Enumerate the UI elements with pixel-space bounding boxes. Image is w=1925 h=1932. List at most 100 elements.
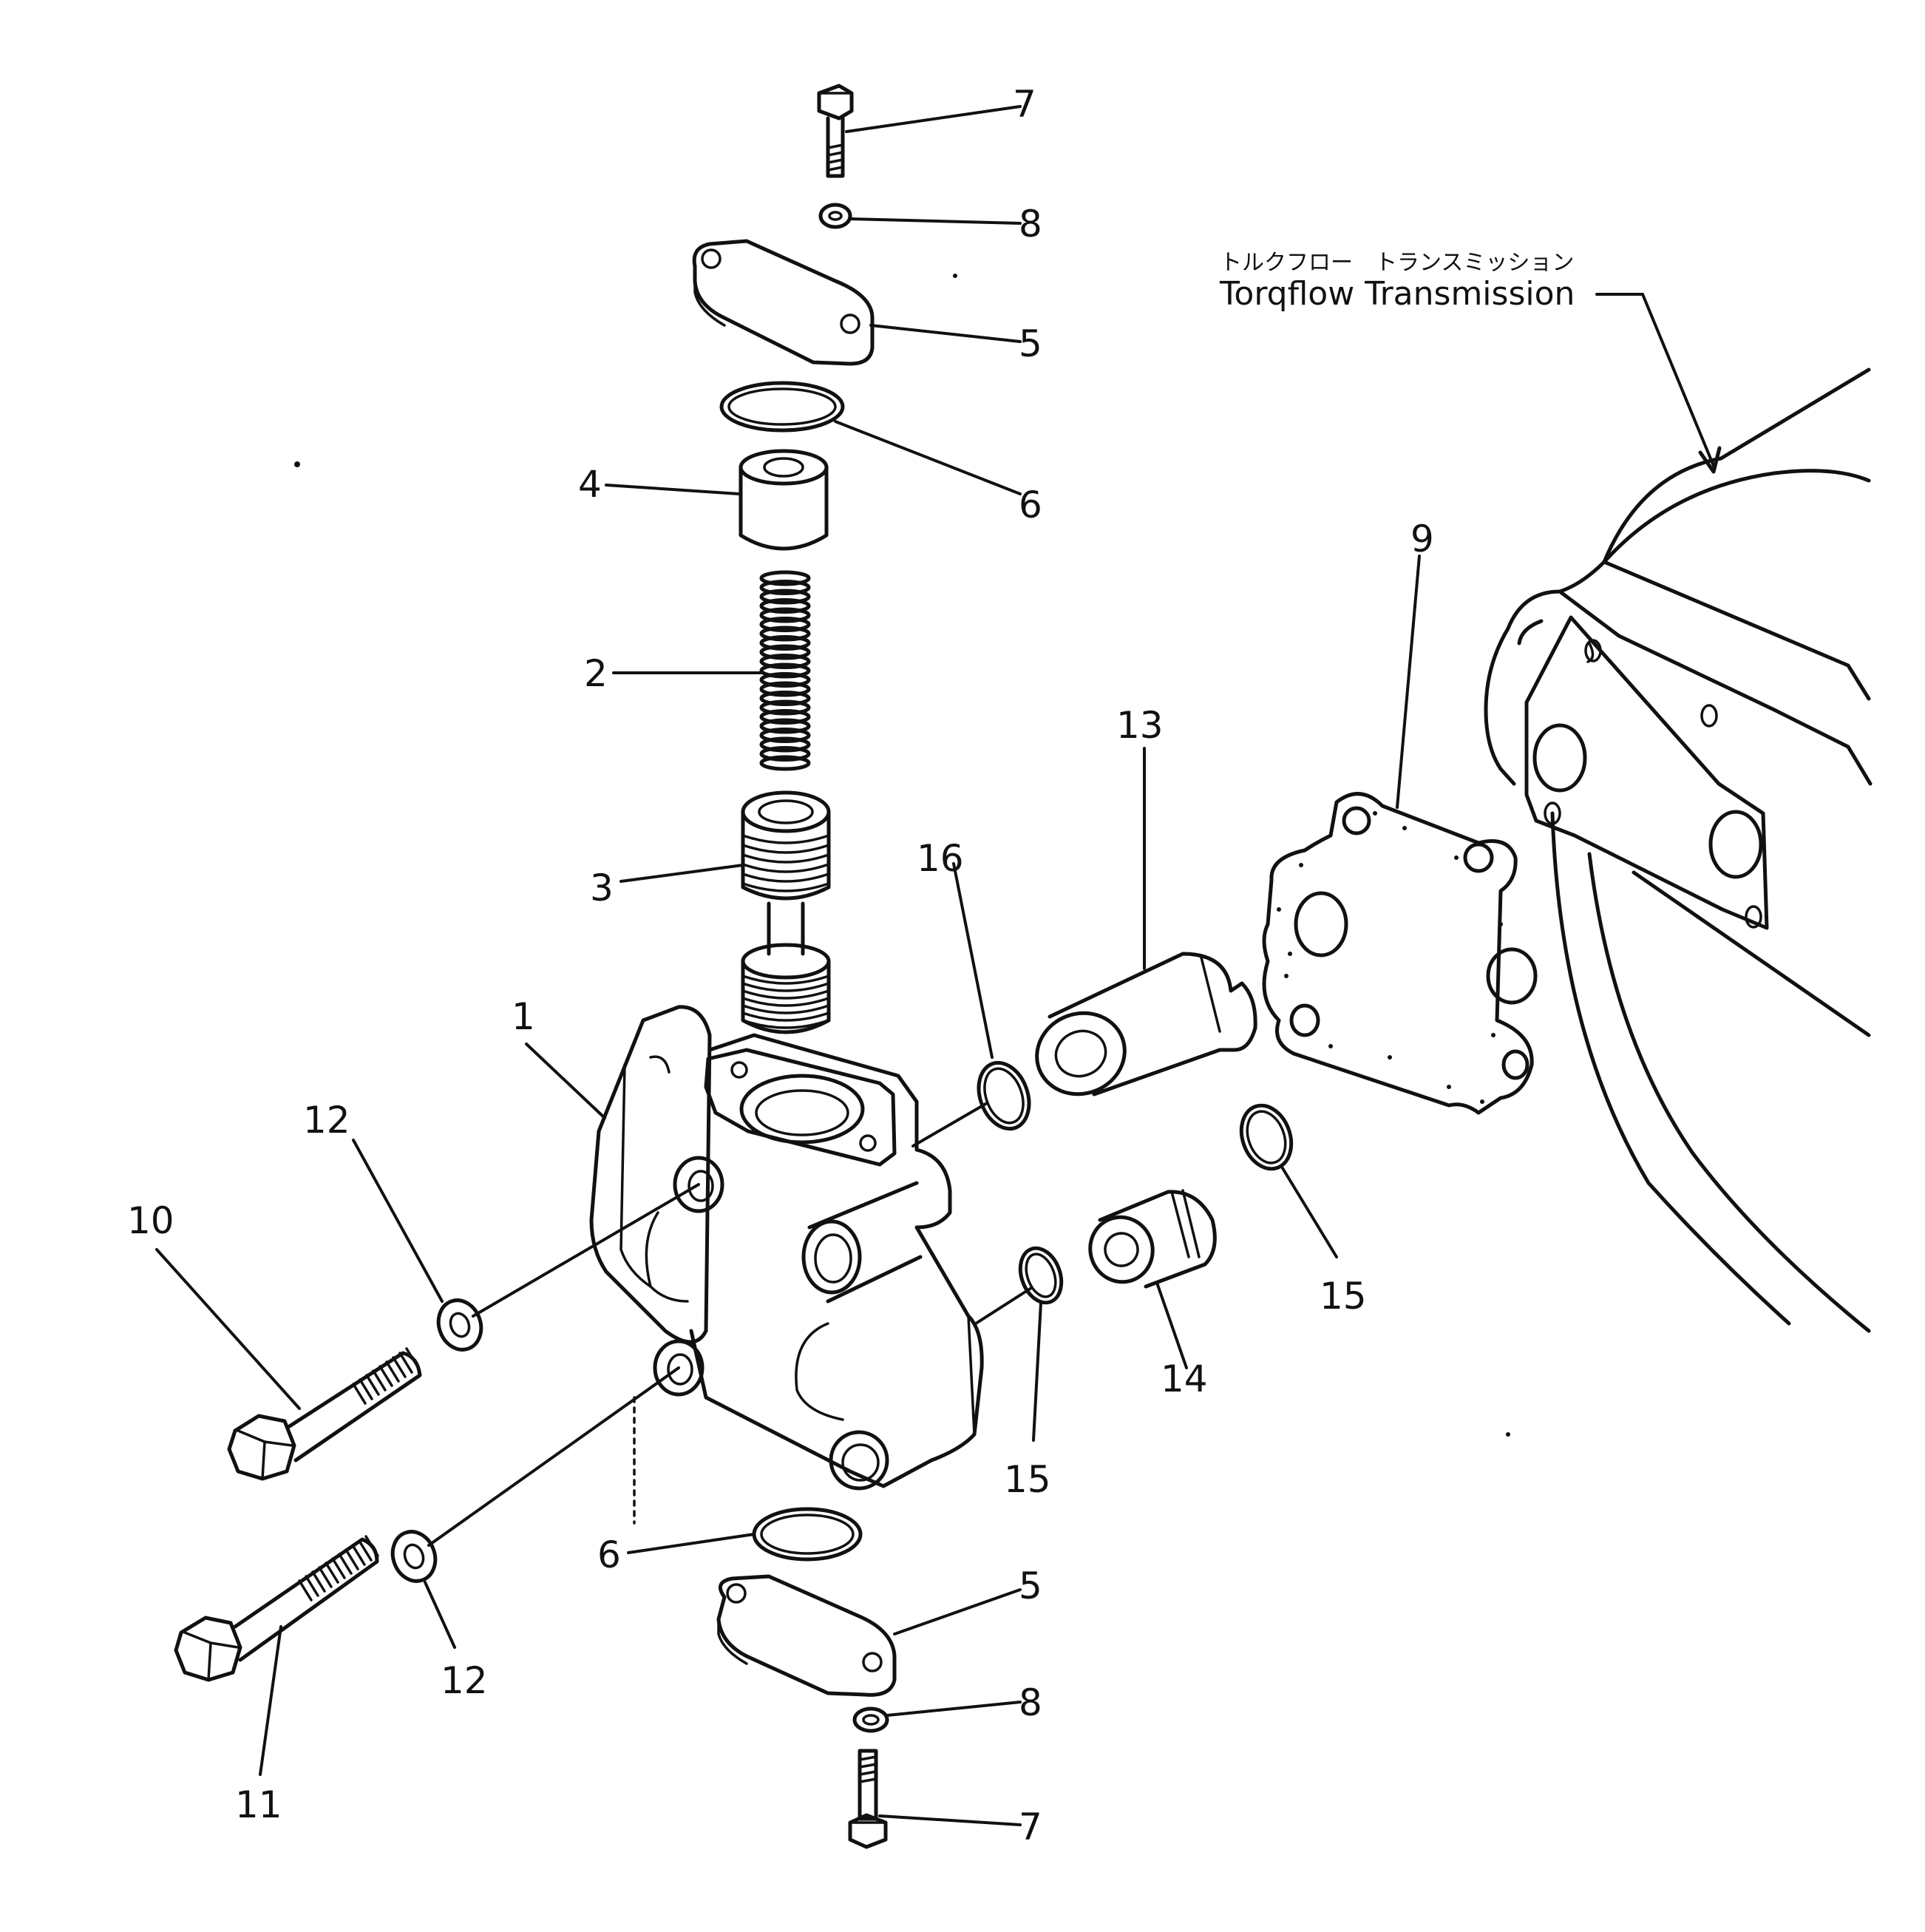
leader-8-bottom xyxy=(886,1701,1022,1717)
spring-coil xyxy=(759,580,811,595)
thread-line xyxy=(405,1347,420,1369)
leader-7-top xyxy=(845,105,1022,133)
cover-5-top xyxy=(692,239,875,366)
bolt-7-top xyxy=(817,84,854,178)
thread-line xyxy=(338,1553,353,1575)
spring-coil xyxy=(759,654,811,669)
callout-7-top: 7 xyxy=(1013,83,1036,126)
spring-coil xyxy=(759,626,811,642)
gasket-speck xyxy=(1498,922,1503,926)
callout-9: 9 xyxy=(1410,518,1434,560)
leader-12-lower xyxy=(424,1581,456,1649)
thread-line xyxy=(298,1579,313,1601)
spring-coil xyxy=(759,699,811,716)
washer-8-top xyxy=(818,203,852,229)
callout-10: 10 xyxy=(127,1199,174,1242)
spring-coil xyxy=(759,607,811,623)
caption-japanese: トルクフロー トランスミッション xyxy=(1220,250,1574,276)
washer-8-bottom xyxy=(852,1706,889,1733)
callout-11: 11 xyxy=(235,1783,282,1826)
spool-groove xyxy=(741,872,830,883)
thread-line xyxy=(378,1365,393,1387)
spring-coil xyxy=(759,662,811,679)
spring-coil xyxy=(759,644,811,660)
leader-5-bottom xyxy=(893,1588,1022,1636)
thread-line xyxy=(372,1369,387,1392)
caption-leader xyxy=(1595,293,1715,467)
thread-line xyxy=(331,1557,346,1579)
gasket-speck xyxy=(1447,1085,1451,1089)
spool-groove xyxy=(741,863,830,873)
thread-line xyxy=(359,1378,373,1400)
callout-14: 14 xyxy=(1161,1358,1208,1400)
transmission-housing xyxy=(1484,367,1873,1333)
leader-8-top xyxy=(849,217,1022,225)
leader-6-top xyxy=(834,420,1022,495)
spool-groove xyxy=(741,882,830,892)
spool-groove xyxy=(741,982,830,992)
callout-12-upper: 12 xyxy=(303,1099,350,1142)
caption-english: Torqflow Transmission xyxy=(1219,275,1575,313)
thread-line xyxy=(318,1566,333,1588)
spring-coil xyxy=(759,617,811,632)
thread-line xyxy=(358,1539,373,1562)
callout-15-left: 15 xyxy=(1004,1458,1051,1501)
leader-16 xyxy=(952,862,994,1059)
spool-groove xyxy=(741,1019,830,1029)
speck xyxy=(953,274,957,278)
callout-6-bottom: 6 xyxy=(597,1533,621,1576)
spool-groove xyxy=(741,975,830,985)
spring-coil xyxy=(759,709,811,725)
sleeve-13 xyxy=(1035,952,1257,1097)
spring-coil xyxy=(759,746,811,762)
leader-3 xyxy=(619,864,744,883)
leader-11 xyxy=(259,1625,282,1776)
leader-6-bottom xyxy=(627,1533,756,1554)
assembly-line-12-upper xyxy=(472,1183,700,1318)
gasket-speck xyxy=(1454,855,1459,860)
speck xyxy=(294,461,300,467)
leader-10 xyxy=(155,1248,301,1410)
gasket-speck xyxy=(1491,1033,1495,1037)
callout-3: 3 xyxy=(590,867,614,909)
spring-coil xyxy=(759,589,811,605)
leader-7-bottom xyxy=(878,1814,1022,1826)
callout-8-bottom: 8 xyxy=(1019,1681,1042,1724)
spool-groove xyxy=(741,834,830,844)
spring-coil xyxy=(759,681,811,697)
assembly-line-15 xyxy=(974,1287,1033,1325)
callout-4: 4 xyxy=(578,463,602,506)
callout-12-lower: 12 xyxy=(441,1659,488,1702)
gasket-speck xyxy=(1480,1099,1484,1104)
assembly-line-12-lower xyxy=(427,1366,680,1547)
thread-line xyxy=(351,1544,366,1566)
gasket-speck xyxy=(1328,1044,1333,1048)
bolt-7-bottom xyxy=(848,1749,888,1849)
thread-line xyxy=(344,1548,359,1570)
housing-caption: トルクフロー トランスミッション Torqflow Transmission xyxy=(1219,250,1722,474)
thread-line xyxy=(311,1570,326,1593)
gasket-speck xyxy=(1288,952,1292,956)
thread-line xyxy=(392,1356,407,1378)
spring-coil xyxy=(759,598,811,614)
spring-coil xyxy=(759,728,811,743)
o-ring-16 xyxy=(977,1060,1031,1131)
thread-line xyxy=(305,1575,319,1597)
spring-2 xyxy=(759,570,811,771)
speck xyxy=(1506,1432,1510,1437)
callout-8-top: 8 xyxy=(1019,203,1042,245)
caption-arrowhead xyxy=(1698,446,1722,474)
retainer-4 xyxy=(739,449,829,551)
gasket-9 xyxy=(1262,792,1538,1115)
leader-9 xyxy=(1396,555,1421,809)
leader-5-top xyxy=(869,324,1022,343)
o-ring-15-right xyxy=(1239,1103,1294,1171)
plug-14 xyxy=(1088,1189,1217,1289)
leader-15-left xyxy=(1032,1301,1042,1442)
thread-line xyxy=(352,1383,367,1405)
callout-7-bottom: 7 xyxy=(1019,1806,1042,1848)
thread-line xyxy=(385,1360,400,1383)
callout-16: 16 xyxy=(917,837,964,880)
washer-12-lower xyxy=(390,1530,438,1583)
